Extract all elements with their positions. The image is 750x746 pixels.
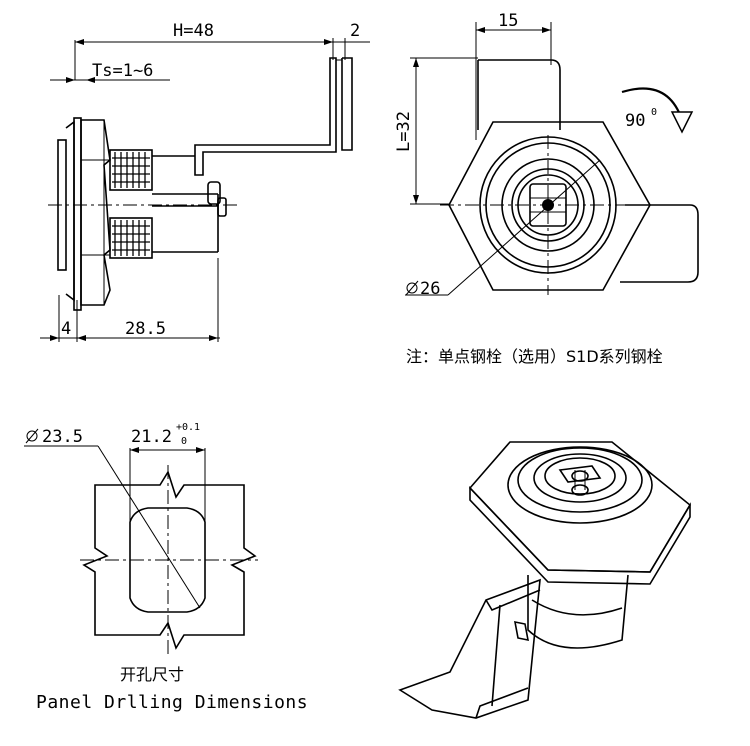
- dim-23-5-label: 23.5: [42, 427, 83, 447]
- dim-26-label: 26: [420, 279, 440, 299]
- tol-lower-label: 0: [181, 436, 187, 447]
- dim-15-label: 15: [498, 11, 518, 31]
- dim-h-label: H=48: [173, 21, 214, 41]
- rotation-angle-label: 90: [625, 111, 645, 131]
- dim-4-label: 4: [61, 319, 71, 339]
- side-view: H=48 2 Ts=1~6: [40, 21, 370, 342]
- isometric-view: [398, 441, 692, 719]
- panel-cutout-view: 23.5 21.2 +0.1 0: [24, 422, 258, 655]
- dim-thickness-label: 2: [350, 21, 360, 41]
- caption-cn: 开孔尺寸: [120, 665, 184, 684]
- note-text: 注：单点钢栓（选用）S1D系列钢栓: [406, 347, 663, 366]
- front-view: 15 L=32 26 90: [394, 11, 699, 299]
- dim-l-label: L=32: [394, 111, 414, 152]
- rotation-degree-sign: 0: [651, 107, 657, 118]
- dim-ts-label: Ts=1~6: [92, 61, 153, 81]
- dim-21-2-label: 21.2: [131, 427, 172, 447]
- tol-upper-label: +0.1: [176, 422, 200, 433]
- caption-en: Panel Drlling Dimensions: [36, 692, 308, 713]
- dim-28-5-label: 28.5: [125, 319, 166, 339]
